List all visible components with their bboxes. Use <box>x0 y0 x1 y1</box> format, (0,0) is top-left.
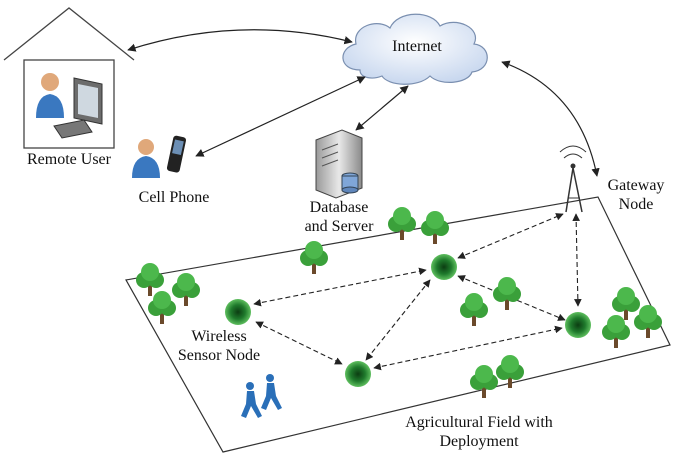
server-icon <box>315 129 363 199</box>
link-user-internet <box>127 29 353 52</box>
sensor-node-icon <box>345 361 371 387</box>
phone-icon <box>132 135 187 178</box>
sensor-node-icon <box>225 299 251 325</box>
label-agricultural-field: Agricultural Field with Deployment <box>405 414 553 450</box>
link-phone-internet <box>195 76 366 157</box>
label-remote-user: Remote User <box>27 151 111 168</box>
label-wireless-sensor-node: Wireless Sensor Node <box>177 328 261 364</box>
user-icon <box>36 73 64 118</box>
sensor-node-icon <box>565 312 591 338</box>
link-node2-gateway <box>457 213 564 259</box>
link-node3-node4 <box>373 325 563 371</box>
link-gateway-node4 <box>572 213 582 307</box>
label-internet: Internet <box>392 38 442 55</box>
label-cell-phone: Cell Phone <box>138 189 210 206</box>
label-database-server: Database and Server <box>304 199 374 235</box>
link-gateway-internet <box>501 60 600 177</box>
sensor-node-icon <box>431 254 457 280</box>
label-gateway-node: Gateway Node <box>607 177 665 213</box>
walking-people-icon <box>241 374 282 418</box>
link-node2-node3 <box>365 279 431 361</box>
sensor-nodes <box>225 254 591 387</box>
link-server-internet <box>355 85 409 131</box>
cloud-icon <box>342 13 488 85</box>
link-node1-node2 <box>253 267 427 307</box>
computer-icon <box>53 77 103 139</box>
